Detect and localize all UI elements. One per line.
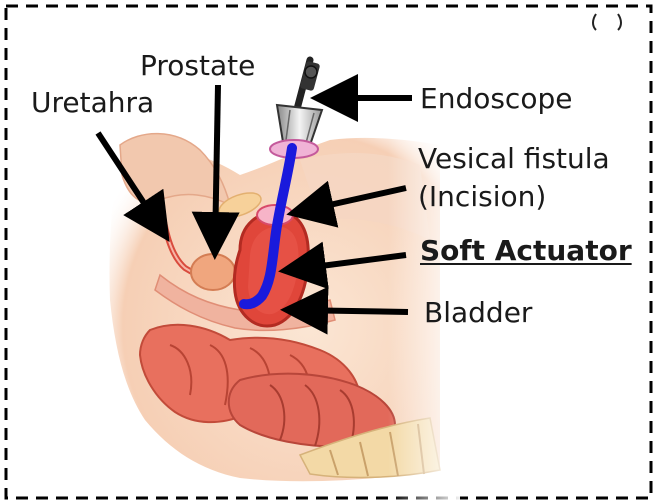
label-endoscope: Endoscope — [420, 82, 572, 116]
label-urethra: Uretahra — [31, 86, 154, 120]
label-incision: (Incision) — [418, 180, 546, 214]
label-soft-actuator: Soft Actuator — [420, 234, 632, 268]
arrow-icon — [215, 85, 218, 248]
prostate-organ — [191, 254, 235, 290]
label-bladder: Bladder — [424, 296, 532, 330]
label-vesical-fistula: Vesical fistula — [418, 142, 610, 176]
corner-marks — [593, 14, 621, 30]
label-prostate: Prostate — [140, 49, 255, 83]
endoscope-icon — [277, 60, 322, 145]
arrow-icon — [292, 310, 408, 312]
